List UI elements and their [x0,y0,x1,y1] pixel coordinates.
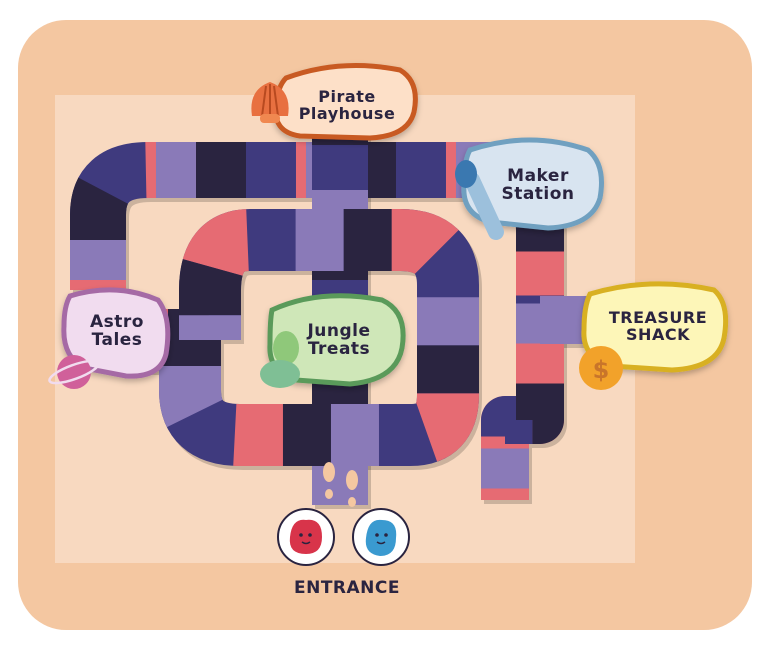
zone-jungle-treats[interactable] [267,293,406,387]
pirate-label-line2: Playhouse [298,104,396,123]
shell-icon [251,82,289,123]
astro-tales-label: Astro Tales [70,300,164,364]
astro-label-line2: Tales [91,330,143,350]
jungle-label-line2: Treats [307,339,371,359]
treasure-label-line2: SHACK [626,325,690,344]
red-mascot-icon [277,508,335,566]
leaf-icon [260,331,300,388]
maker-label-line1: Maker [507,166,569,187]
paint-brush-icon [455,160,504,240]
jungle-treats-label: Jungle Treats [280,306,398,376]
treasure-shack-label: TREASURE SHACK [596,294,720,360]
footprints-icon [323,462,358,507]
zone-treasure-shack[interactable] [581,281,729,373]
maker-station-label: Maker Station [478,154,598,218]
entrance-label: ENTRANCE [294,578,400,598]
maker-label-line2: Station [501,184,575,204]
astro-label-line1: Astro [90,312,144,333]
blue-mascot-icon [352,508,410,566]
treasure-label-line1: TREASURE [608,308,708,328]
svg-text:$: $ [593,356,610,384]
coin-icon: $ [579,346,623,390]
pirate-label-line1: Pirate [318,87,376,107]
zone-astro-tales[interactable] [61,287,171,379]
pirate-playhouse-label: Pirate Playhouse [282,78,412,134]
jungle-label-line1: Jungle [307,321,371,342]
planet-icon [48,355,100,389]
